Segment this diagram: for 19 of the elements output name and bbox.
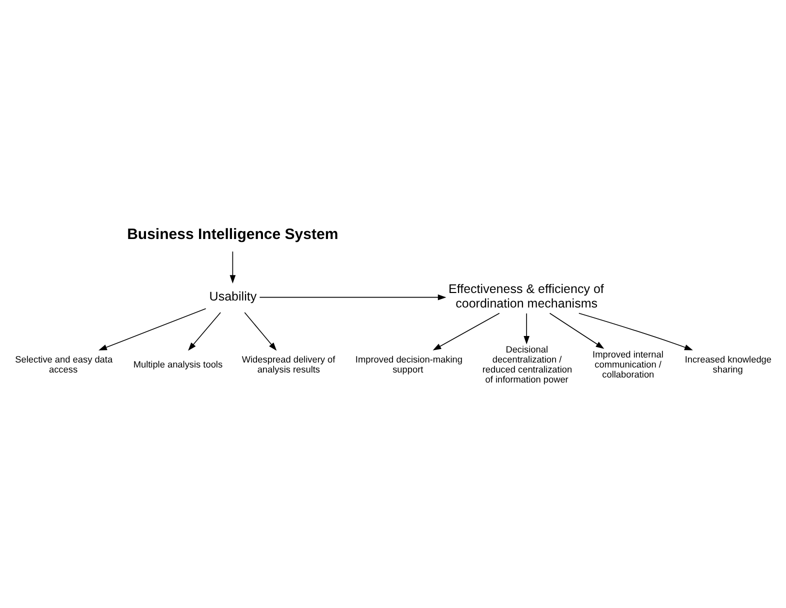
arrow xyxy=(524,313,530,344)
node-text: Increased knowledge sharing xyxy=(684,354,772,374)
arrow xyxy=(549,312,604,349)
node-text: Improved internal communication / collaboration xyxy=(592,349,664,380)
arrow xyxy=(432,312,500,350)
arrow xyxy=(578,312,693,350)
node-text: Widespread delivery of analysis results xyxy=(242,354,336,374)
arrow xyxy=(188,312,221,351)
node-text: Usability xyxy=(209,289,257,304)
node-text: Effectiveness & efficiency of coordination mechanisms xyxy=(448,282,604,310)
node-text: Business Intelligence System xyxy=(127,226,338,244)
arrow xyxy=(98,308,206,350)
arrow xyxy=(259,294,446,300)
arrow xyxy=(244,312,277,351)
node-text: Improved decision-making support xyxy=(355,354,462,374)
node-text: Selective and easy data access xyxy=(15,354,113,374)
node-text: Decisional decentralization / reduced centralization of information power xyxy=(482,344,572,384)
arrow xyxy=(230,251,236,284)
node-text: Multiple analysis tools xyxy=(133,359,223,370)
